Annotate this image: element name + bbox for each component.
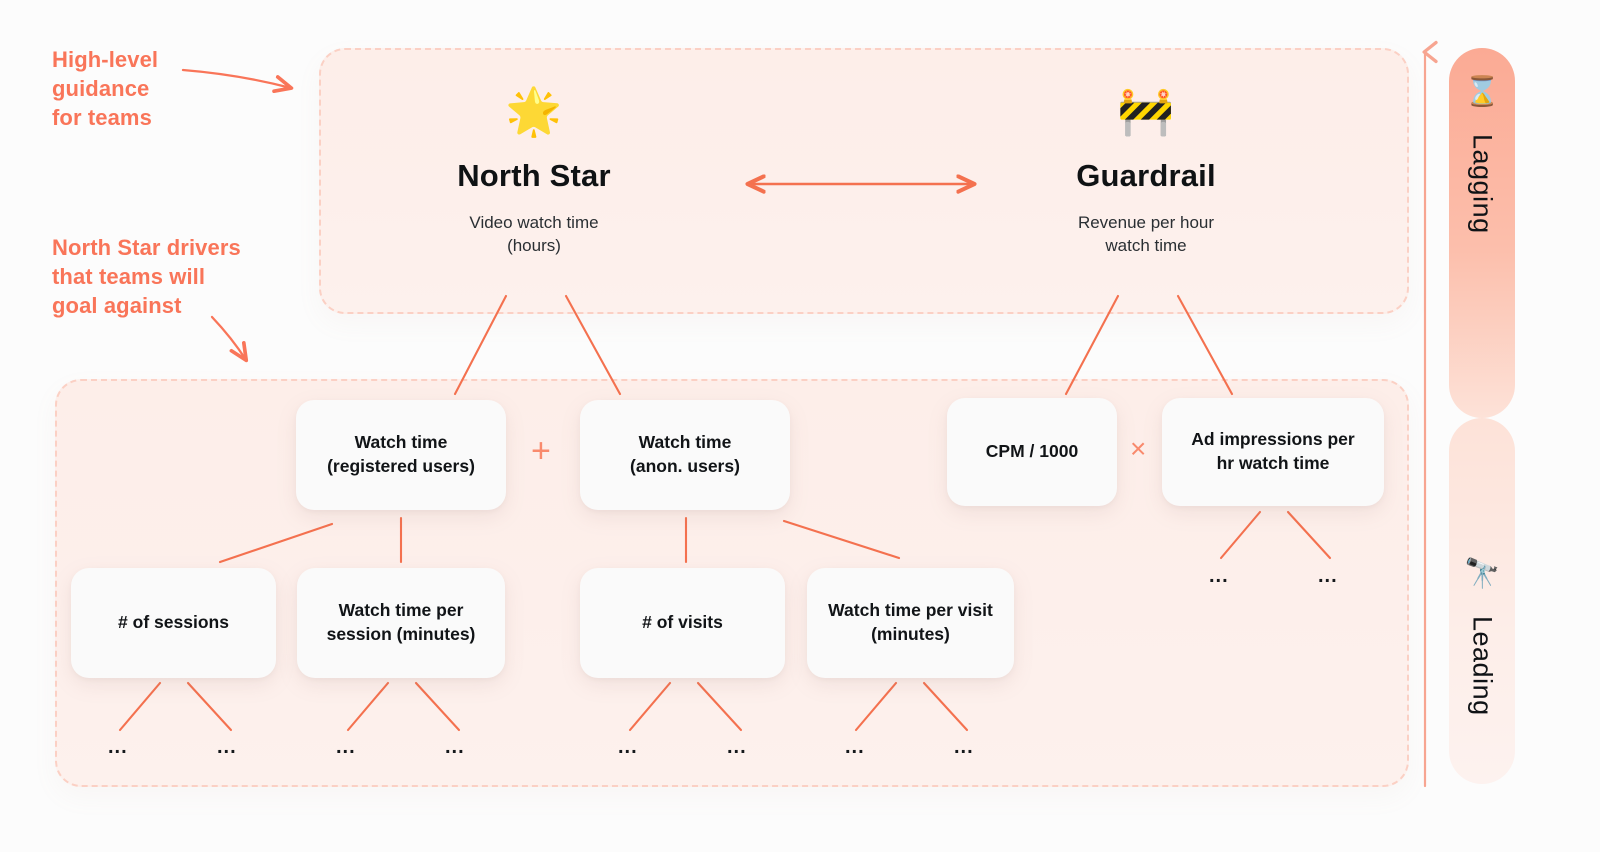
- metric-card-sessions[interactable]: # of sessions: [71, 568, 276, 678]
- plus-operator: +: [531, 432, 551, 470]
- rail-lagging-label: Lagging: [1467, 134, 1498, 234]
- ellipsis-leaf: ...: [727, 736, 747, 758]
- ellipsis-leaf: ...: [108, 736, 128, 758]
- glowing-star-icon: 🌟: [505, 85, 563, 137]
- rail-leading: 🔭 Leading: [1449, 418, 1515, 784]
- annotation-arrow-bottom: [210, 315, 249, 363]
- ellipsis-leaf: ...: [217, 736, 237, 758]
- annotation-arrow-top: [181, 68, 294, 94]
- construction-barrier-icon: 🚧: [1117, 85, 1175, 137]
- times-operator: ×: [1130, 433, 1147, 464]
- ellipsis-leaf: ...: [618, 736, 638, 758]
- guardrail-title: Guardrail: [1076, 158, 1216, 193]
- metric-card-ad-impressions[interactable]: Ad impressions per hr watch time: [1162, 398, 1384, 506]
- rail-leading-label: Leading: [1467, 616, 1498, 716]
- annotation-north-star-drivers: North Star drivers that teams will goal …: [52, 235, 241, 319]
- ellipsis-leaf: ...: [336, 736, 356, 758]
- rail-lagging: ⌛ Lagging: [1449, 48, 1515, 418]
- north-star-subtitle: Video watch time (hours): [469, 213, 599, 255]
- metric-card-cpm[interactable]: CPM / 1000: [947, 398, 1117, 506]
- guardrail-block: 🚧 Guardrail Revenue per hour watch time: [996, 88, 1296, 258]
- north-star-block: 🌟 North Star Video watch time (hours): [384, 88, 684, 258]
- ellipsis-leaf: ...: [1318, 565, 1338, 587]
- metric-card-visits[interactable]: # of visits: [580, 568, 785, 678]
- metric-card-watch-time-per-visit[interactable]: Watch time per visit (minutes): [807, 568, 1014, 678]
- annotation-high-level-guidance: High-level guidance for teams: [52, 47, 159, 131]
- metric-card-watch-time-anon[interactable]: Watch time (anon. users): [580, 400, 790, 510]
- guardrail-subtitle: Revenue per hour watch time: [1077, 213, 1215, 255]
- ellipsis-leaf: ...: [1209, 565, 1229, 587]
- hourglass-icon: ⌛: [1463, 76, 1501, 108]
- ellipsis-leaf: ...: [445, 736, 465, 758]
- metric-card-watch-time-per-session[interactable]: Watch time per session (minutes): [297, 568, 505, 678]
- north-star-title: North Star: [457, 158, 611, 193]
- metric-card-watch-time-registered[interactable]: Watch time (registered users): [296, 400, 506, 510]
- telescope-icon: 🔭: [1463, 558, 1501, 590]
- ellipsis-leaf: ...: [954, 736, 974, 758]
- ellipsis-leaf: ...: [845, 736, 865, 758]
